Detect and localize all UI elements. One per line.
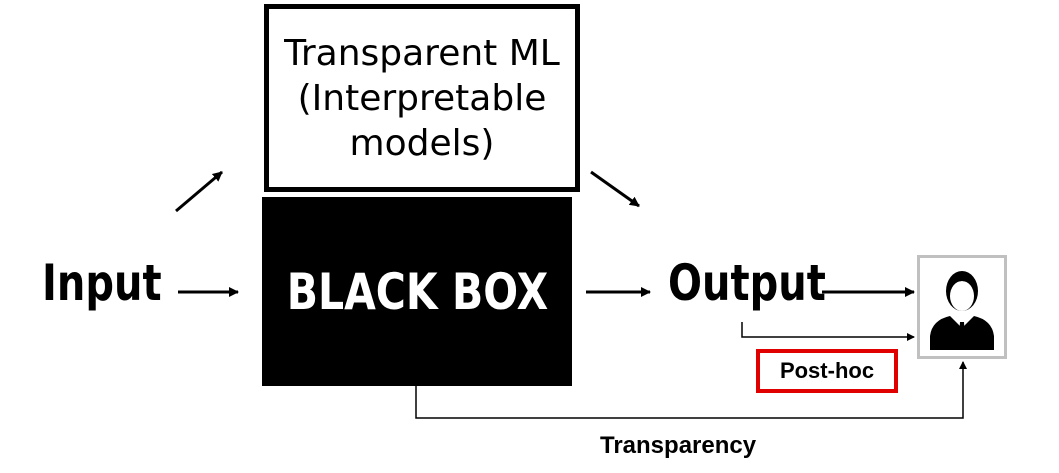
transparent-ml-box: Transparent ML (Interpretable models) [264,4,580,192]
black-box-label: BLACK BOX [286,262,548,321]
user-frame [917,255,1007,359]
arrow-transparency-path [415,361,967,419]
user-icon [930,271,994,350]
black-box: BLACK BOX [262,197,572,386]
post-hoc-label: Post-hoc [779,358,875,383]
post-hoc-box: Post-hoc [756,349,898,393]
output-label: Output [668,254,826,312]
arrow-transparent-to-output [590,170,640,208]
arrow-input-to-transparent [175,170,223,213]
arrow-posthoc-path [741,322,915,341]
input-label: Input [42,254,162,312]
transparency-label: Transparency [600,432,757,459]
transparent-ml-line-2: (Interpretable [297,77,547,119]
transparent-ml-line-1: Transparent ML [284,32,560,74]
transparent-ml-line-3: models) [349,122,495,164]
